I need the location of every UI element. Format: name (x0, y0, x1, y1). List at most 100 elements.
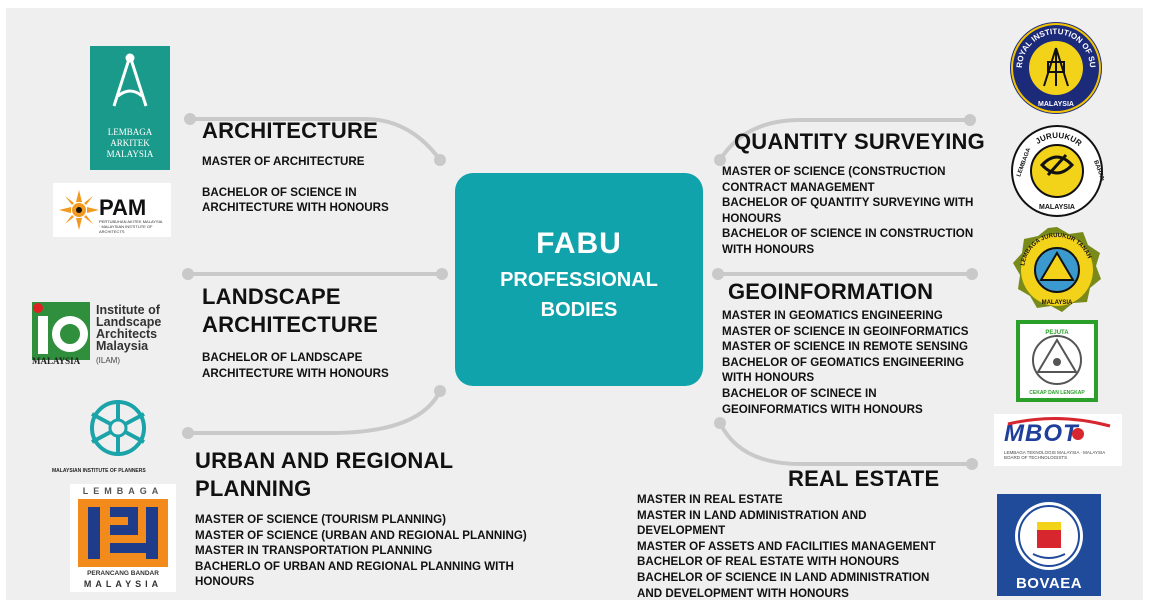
list-item: MASTER IN REAL ESTATE (637, 493, 783, 506)
node-dot (966, 268, 978, 280)
list-item: MASTER IN TRANSPORTATION PLANNING (195, 544, 433, 558)
center-title: FABU (536, 227, 622, 260)
pam-logo: PAM PERTUBUHAN AKITEK MALAYSIA · MALAYSI… (53, 183, 171, 237)
planner-top: LEMBAGA (82, 486, 164, 496)
list-item: ARCHITECTURE WITH HONOURS (202, 201, 389, 215)
list-item: WITH HONOURS (722, 371, 815, 385)
pejuta-logo: PEJUTA CEKAP DAN LENGKAP (1016, 320, 1098, 402)
mbot-swoosh-icon (1007, 416, 1111, 440)
list-item: HONOURS (195, 575, 255, 589)
quantity-heading: QUANTITY SURVEYING (734, 129, 985, 154)
list-item: MASTER OF SCIENCE (URBAN AND REGIONAL PL… (195, 528, 527, 542)
list-item: BACHELOR OF REAL ESTATE WITH HONOURS (637, 555, 900, 569)
landscape-list: BACHELOR OF LANDSCAPE ARCHITECTURE WITH … (202, 350, 389, 381)
urban-heading-line1: URBAN AND REGIONAL (195, 448, 454, 473)
bovaea-crest-icon (1015, 502, 1083, 570)
connector-architecture (188, 117, 442, 162)
list-item: BACHELOR OF SCIENCE IN CONSTRUCTION (722, 227, 974, 241)
node-dot (964, 114, 976, 126)
list-item: MASTER OF ASSETS AND FACILITIES MANAGEME… (637, 539, 936, 553)
realestate-heading: REAL ESTATE (788, 466, 940, 491)
ilam-logo: Institute of Landscape Architects Malays… (32, 300, 177, 370)
mip-caption: MALAYSIAN INSTITUTE OF PLANNERS (52, 468, 146, 474)
pam-sub: PERTUBUHAN AKITEK MALAYSIA · MALAYSIAN I… (99, 219, 163, 234)
list-item: MASTER OF SCIENCE IN GEOINFORMATICS (722, 324, 969, 338)
geo-heading: GEOINFORMATION (728, 279, 934, 304)
node-dot (434, 154, 446, 166)
lam-line1: LEMBAGA (107, 127, 153, 137)
node-dot (182, 268, 194, 280)
ilam-words: Institute of Landscape Architects Malays… (96, 303, 162, 353)
list-item: WITH HONOURS (722, 242, 815, 256)
architecture-list: MASTER OF ARCHITECTURE BACHELOR OF SCIEN… (202, 154, 389, 216)
ilam-line2: Landscape (96, 315, 162, 329)
realestate-list: MASTER IN REAL ESTATE MASTER IN LAND ADM… (637, 492, 936, 601)
mbot-word: MBOT (1004, 420, 1079, 447)
ilam-abbr: (ILAM) (96, 356, 120, 365)
mbot-logo: MBOT LEMBAGA TEKNOLOGIS MALAYSIA · MALAY… (994, 414, 1122, 466)
list-item: AND DEVELOPMENT WITH HONOURS (637, 586, 849, 600)
ilam-line1: Institute of (96, 303, 160, 317)
list-item: BACHELOR OF SCIENCE IN (202, 185, 357, 199)
bqsm-country: MALAYSIA (1039, 204, 1075, 211)
connector-urban (186, 389, 442, 435)
list-item: BACHELOR OF SCIENCE IN LAND ADMINISTRATI… (637, 570, 930, 584)
list-item (202, 170, 389, 185)
node-dot (712, 268, 724, 280)
bovaea-word: BOVAEA (1015, 575, 1083, 592)
node-dot (436, 268, 448, 280)
connector-quantity (718, 118, 972, 162)
planner-bottom2: MALAYSIA (83, 579, 163, 589)
planner-logo: LEMBAGA PERANCANG BANDAR MALAYSIA (70, 484, 176, 592)
list-item: BACHELOR OF SCINECE IN (722, 386, 877, 400)
mbot-sub: LEMBAGA TEKNOLOGIS MALAYSIA · MALAYSIA B… (1004, 450, 1106, 460)
list-item: DEVELOPMENT (637, 524, 726, 538)
bqsm-ring-right: BAHAN (1092, 160, 1104, 182)
bovaea-logo: BOVAEA (997, 494, 1101, 596)
node-dot (182, 427, 194, 439)
node-dot (966, 458, 978, 470)
landscape-heading: LANDSCAPE ARCHITECTURE (202, 283, 378, 339)
compass-icon (112, 53, 148, 107)
center-box: FABU PROFESSIONAL BODIES (455, 173, 703, 386)
list-item: ARCHITECTURE WITH HONOURS (202, 366, 389, 380)
pejuta-bottom: CEKAP DAN LENGKAP (1029, 390, 1085, 396)
node-dot (184, 113, 196, 125)
list-item: BACHELOR OF QUANTITY SURVEYING WITH (722, 196, 974, 210)
list-item: HONOURS (722, 211, 782, 225)
urban-list: MASTER OF SCIENCE (TOURISM PLANNING) MAS… (195, 512, 527, 590)
planner-mark-icon (78, 499, 168, 567)
mip-logo: MALAYSIAN INSTITUTE OF PLANNERS (52, 392, 174, 474)
center-subtitle-line2: BODIES (540, 299, 618, 321)
list-item: GEOINFORMATICS WITH HONOURS (722, 402, 923, 416)
pam-word: PAM (99, 195, 147, 220)
lam-line2: ARKITEK (110, 138, 150, 148)
lam-logo: LEMBAGA ARKITEK MALAYSIA (90, 46, 170, 170)
ilam-line3: Architects (96, 327, 158, 341)
list-item: CONTRACT MANAGEMENT (722, 180, 875, 194)
node-dot (714, 417, 726, 429)
list-item: MASTER OF SCIENCE (TOURISM PLANNING) (195, 513, 446, 526)
connector-realestate (718, 421, 974, 466)
center-subtitle-line1: PROFESSIONAL (500, 269, 658, 291)
ljt-country: MALAYSIA (1042, 300, 1073, 306)
ilam-mark (32, 302, 90, 360)
landscape-heading-line1: LANDSCAPE (202, 284, 341, 309)
list-item: BACHERLO OF URBAN AND REGIONAL PLANNING … (195, 559, 514, 573)
rism-country: MALAYSIA (1038, 101, 1074, 108)
list-item: MASTER OF ARCHITECTURE (202, 155, 365, 168)
rism-logo: ROYAL INSTITUTION OF SURVEYORS MALAYSIA (1008, 20, 1102, 114)
architecture-heading: ARCHITECTURE (202, 118, 378, 143)
ilam-line4: Malaysia (96, 339, 149, 353)
ilam-mark-icon (33, 303, 88, 354)
list-item: MASTER OF SCIENCE (CONSTRUCTION (722, 165, 946, 178)
sun-icon (59, 190, 99, 230)
list-item: BACHELOR OF LANDSCAPE (202, 351, 363, 364)
list-item: MASTER IN GEOMATICS ENGINEERING (722, 309, 943, 322)
list-item: BACHELOR OF GEOMATICS ENGINEERING (722, 355, 964, 369)
quantity-list: MASTER OF SCIENCE (CONSTRUCTION CONTRACT… (722, 164, 973, 258)
mip-emblem-icon (90, 400, 146, 456)
list-item: MASTER IN LAND ADMINISTRATION AND (637, 508, 867, 522)
lam-line3: MALAYSIA (106, 149, 154, 159)
